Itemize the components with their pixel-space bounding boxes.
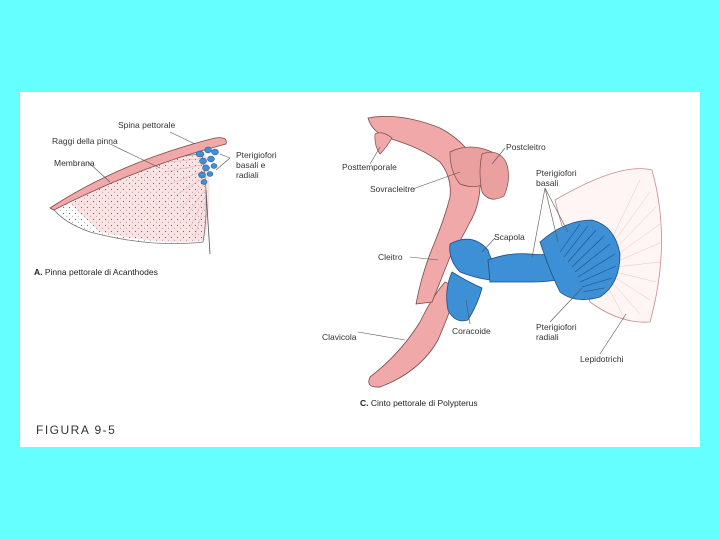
postcleithrum [479,151,509,200]
label-raggi-della-pinna: Raggi della pinna [52,136,118,146]
clavicle [368,281,459,388]
label-postcleitro: Postcleitro [506,142,546,152]
caption-c-letter: C. [360,398,369,408]
pectoral-spine [49,137,227,211]
label-pterigiofori-radiali-1: Pterigiofori [536,322,577,332]
figure-drawing [49,116,663,388]
label-pterigiofori-a-1: Pterigiofori [236,150,277,160]
label-sovracleitro: Sovracleitro [370,184,415,194]
label-pterigiofori-basali-2: basali [536,178,559,188]
label-scapola: Scapola [494,232,525,242]
caption-a-text: Pinna pettorale di Acanthodes [44,267,158,277]
caption-a-letter: A. [34,267,43,277]
label-lepidotrichi: Lepidotrichi [580,354,624,364]
label-pterigiofori-basali-1: Pterigiofori [536,168,577,178]
polypterus-girdle [357,116,663,388]
label-posttemporale: Posttemporale [342,162,397,172]
caption-c: C. Cinto pettorale di Polypterus [360,398,478,408]
acanthodes-fin [49,131,231,255]
lepidotrichia-rays [607,179,663,321]
caption-a: A. Pinna pettorale di Acanthodes [34,267,158,277]
label-cleitro: Cleitro [378,252,403,262]
label-clavicola: Clavicola [322,332,357,342]
label-membrana: Membrana [54,158,95,168]
coracoid [446,271,483,322]
label-pterigiofori-a-3: radiali [236,170,259,180]
caption-c-text: Cinto pettorale di Polypterus [370,398,478,408]
label-pterigiofori-radiali-2: radiali [536,332,559,342]
label-coracoide: Coracoide [452,326,491,336]
label-spina-pettorale: Spina pettorale [118,120,176,130]
pterygiophores-a [195,146,219,185]
label-pterigiofori-a-2: basali e [236,160,266,170]
radial-pterygiophores [539,219,621,300]
figure-number: FIGURA 9-5 [36,423,117,437]
figure-panel: Spina pettorale Raggi della pinna Membra… [20,92,700,447]
